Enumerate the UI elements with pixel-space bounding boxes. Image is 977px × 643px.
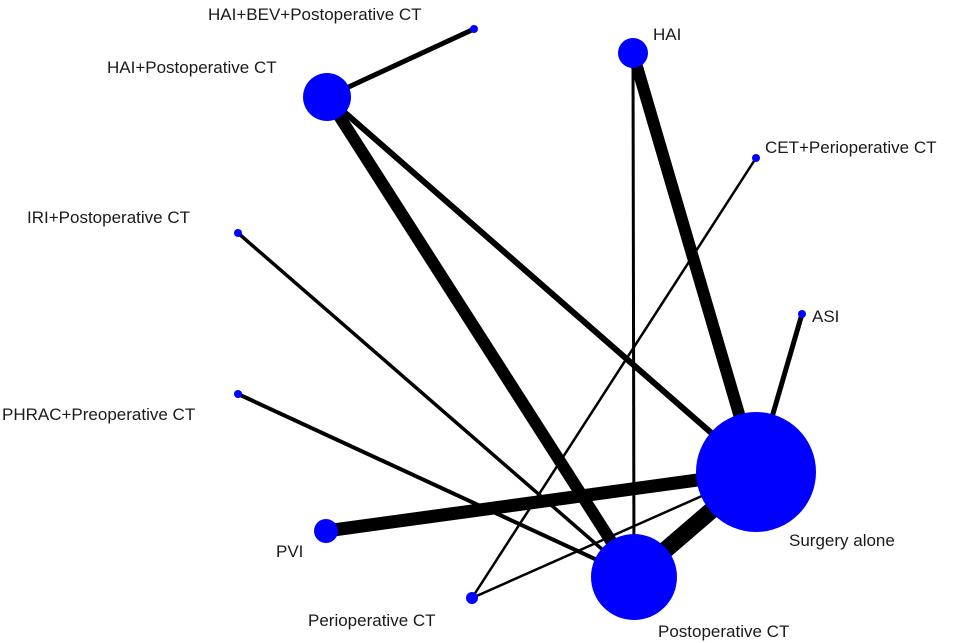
node-label-surgery: Surgery alone	[789, 531, 895, 550]
node-hai_post	[303, 73, 351, 121]
edge-hai_post-surgery	[325, 94, 758, 475]
node-label-pvi: PVI	[276, 542, 303, 561]
node-label-post: Postoperative CT	[658, 622, 789, 641]
node-label-hai: HAI	[653, 25, 681, 44]
edge-cet_peri-peri	[470, 157, 758, 599]
node-phrac_pre	[234, 390, 242, 398]
node-pvi	[314, 519, 338, 543]
node-label-hai_post: HAI+Postoperative CT	[107, 58, 277, 77]
node-label-hai_bev_post: HAI+BEV+Postoperative CT	[208, 5, 422, 24]
node-label-iri_post: IRI+Postoperative CT	[27, 208, 190, 227]
edge-iri_post-post	[236, 231, 636, 579]
node-label-phrac_pre: PHRAC+Preoperative CT	[2, 405, 195, 424]
edge-hai_bev_post-hai_post	[325, 26, 476, 100]
node-peri	[466, 592, 478, 604]
edge-hai-post	[631, 52, 636, 578]
edge-phrac_pre-post	[237, 392, 635, 579]
edge-pvi-surgery	[325, 465, 757, 538]
node-surgery	[696, 412, 816, 532]
node-post	[591, 534, 677, 620]
node-asi	[798, 310, 806, 318]
nodes-layer	[234, 25, 816, 620]
node-label-peri: Perioperative CT	[308, 611, 436, 630]
node-hai	[618, 38, 648, 68]
node-hai_bev_post	[470, 25, 478, 33]
node-label-cet_peri: CET+Perioperative CT	[765, 138, 936, 157]
node-cet_peri	[752, 154, 760, 162]
node-label-asi: ASI	[812, 307, 839, 326]
node-iri_post	[234, 229, 242, 237]
edge-hai-surgery	[627, 51, 762, 474]
labels-layer: HAI+BEV+Postoperative CT HAI HAI+Postopera…	[2, 5, 936, 641]
